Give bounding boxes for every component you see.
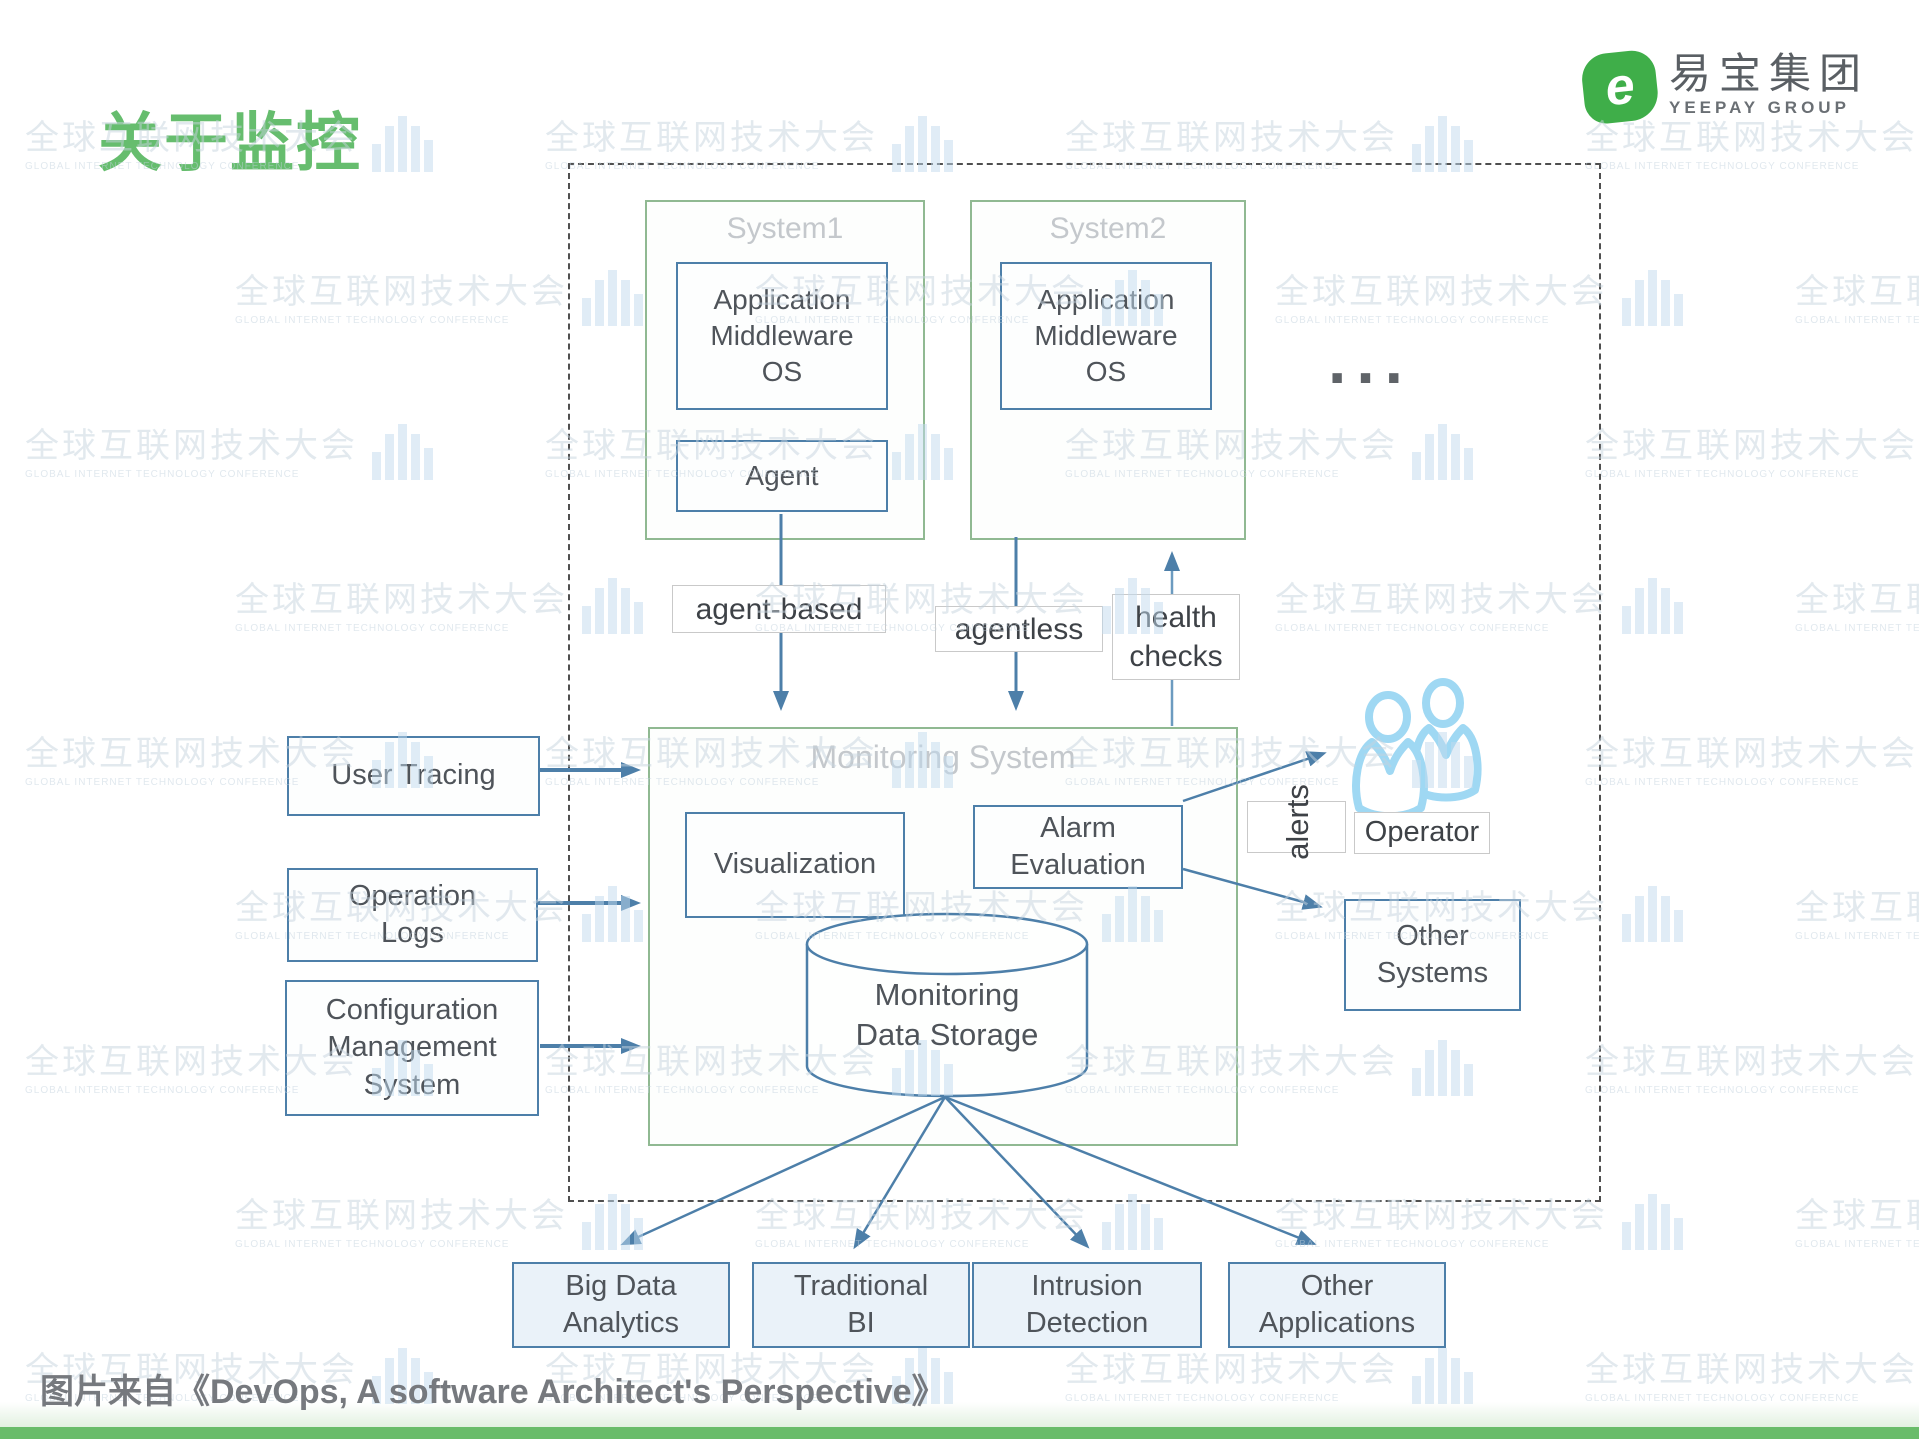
bottom-bar-fade [0,1402,1919,1427]
system1-agent-box: Agent [676,440,888,512]
operator-label-box: Operator [1354,812,1490,854]
image-source-caption: 图片来自《DevOps, A software Architect's Pers… [40,1373,946,1411]
alerts-label-box [1247,801,1346,853]
system1-title: System1 [726,212,844,245]
yeepay-logo-text: 易宝集团 YEEPAY GROUP [1669,50,1870,118]
output-traditional-bi-box: Traditional BI [752,1262,970,1348]
health-checks-label: health checks [1112,594,1240,680]
monitoring-data-storage-label: Monitoring Data Storage [855,977,1039,1053]
input-operation-logs-box: Operation Logs [287,868,538,962]
more-systems-ellipsis: ... [1328,323,1414,397]
yeepay-logo: e 易宝集团 YEEPAY GROUP [1579,48,1870,126]
arrow-storage-intrusion [944,1096,1090,1249]
arrow-storage-other-apps [944,1095,1317,1245]
arrow-alerts-operator [1182,751,1327,803]
other-systems-box: Other Systems [1344,899,1521,1011]
monitoring-system-title: Monitoring System [810,739,1076,775]
output-intrusion-detection-box: Intrusion Detection [972,1262,1202,1348]
output-big-data-analytics-box: Big Data Analytics [512,1262,730,1348]
system1-stack-box: Application Middleware OS [676,262,888,410]
dashed-scope-border [568,163,1601,1202]
yeepay-logo-en: YEEPAY GROUP [1669,98,1850,118]
operator-people-icon [1352,678,1482,821]
output-other-applications-box: Other Applications [1228,1262,1446,1348]
bottom-bar [0,1427,1919,1439]
system2-title: System2 [1049,212,1167,245]
database-cylinder-icon [805,912,1089,1098]
arrow-alerts-other-systems [1182,867,1323,910]
alerts-label: alerts [1280,784,1315,860]
arrow-storage-traditional-bi [853,1096,947,1250]
page-title: 关于监控 [98,107,362,179]
arrow-storage-big-data [620,1095,946,1246]
visualization-box: Visualization [685,812,905,918]
agent-based-label: agent-based [672,585,886,633]
agentless-label: agentless [935,606,1103,652]
yeepay-logo-cn: 易宝集团 [1669,50,1870,97]
alarm-evaluation-box: Alarm Evaluation [973,805,1183,889]
